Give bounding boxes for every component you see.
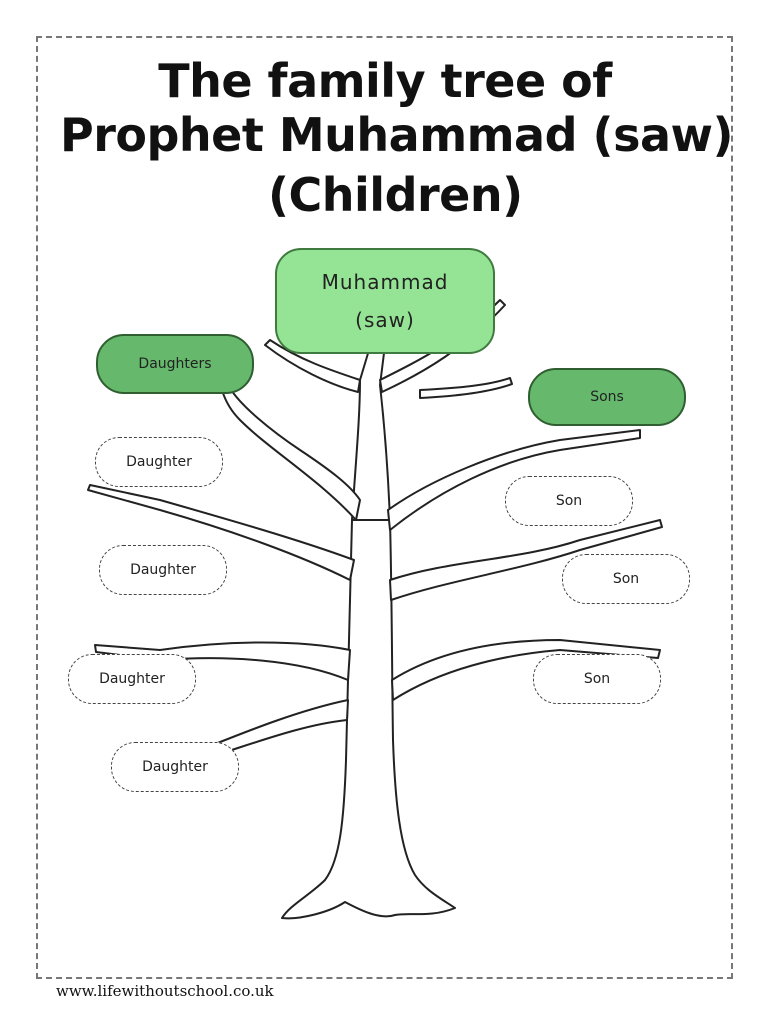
branch-left-upper bbox=[221, 387, 361, 521]
title-line-2: Prophet Muhammad (saw) bbox=[60, 108, 734, 162]
daughter-node-3: Daughter bbox=[68, 654, 196, 704]
root-name: Muhammad bbox=[321, 270, 449, 294]
branch-right-mid bbox=[389, 519, 663, 601]
branch-left-mid bbox=[87, 484, 355, 581]
twig-top-left bbox=[264, 339, 361, 393]
son-node-2: Son bbox=[562, 554, 690, 604]
group-node-daughters: Daughters bbox=[96, 334, 254, 394]
branch-right-upper bbox=[387, 429, 641, 531]
twig-right-1 bbox=[419, 377, 513, 399]
tree-upper-trunk bbox=[351, 339, 391, 521]
title-line-3: (Children) bbox=[268, 168, 523, 222]
footer-url: www.lifewithoutschool.co.uk bbox=[56, 982, 274, 1000]
branch-right-lower bbox=[391, 639, 661, 701]
daughter-node-2: Daughter bbox=[99, 545, 227, 595]
page-border bbox=[36, 36, 733, 979]
group-node-sons: Sons bbox=[528, 368, 686, 426]
son-node-3: Son bbox=[533, 654, 661, 704]
branch-left-lower bbox=[94, 641, 351, 681]
root-node-muhammad: Muhammad (saw) bbox=[275, 248, 495, 354]
daughter-node-4: Daughter bbox=[111, 742, 239, 792]
daughter-node-1: Daughter bbox=[95, 437, 223, 487]
root-honorific: (saw) bbox=[355, 308, 415, 332]
tree-trunk bbox=[281, 519, 456, 920]
son-node-1: Son bbox=[505, 476, 633, 526]
title-line-1: The family tree of bbox=[158, 54, 612, 108]
